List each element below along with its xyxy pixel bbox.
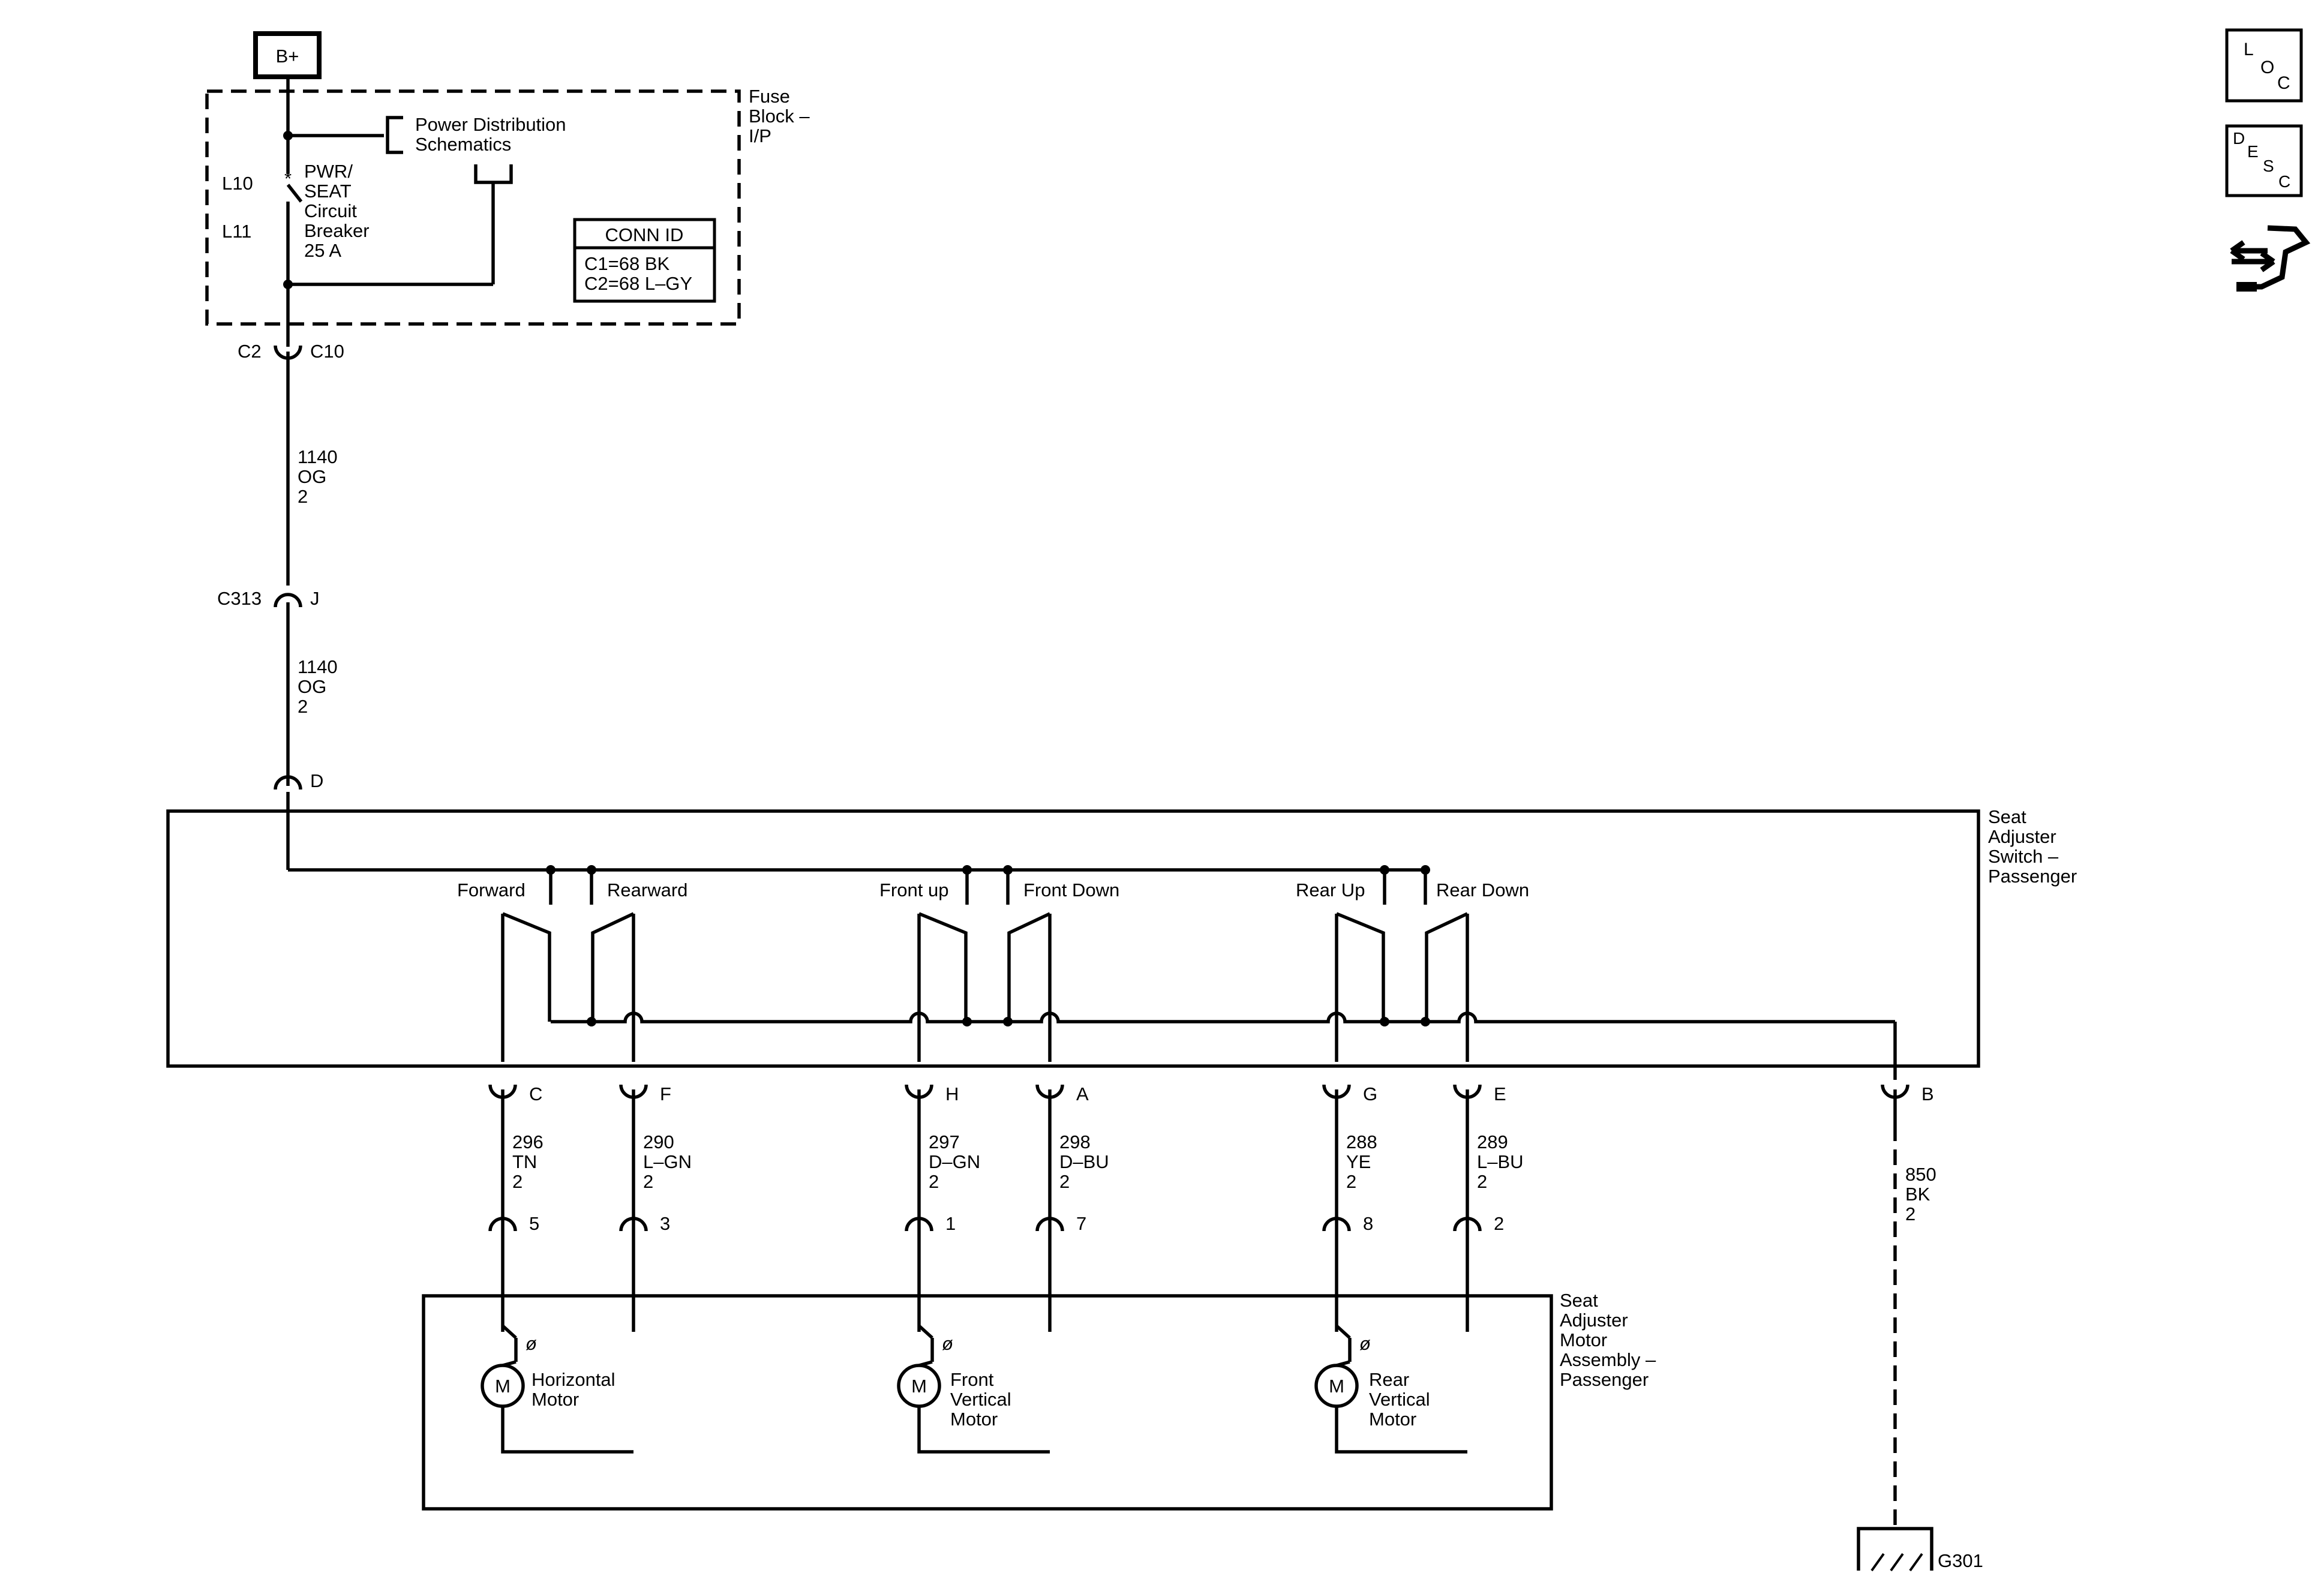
fuse-block-outline xyxy=(205,89,741,326)
seat-adjuster-switch-outline xyxy=(166,809,1980,1068)
location-l10: L10 xyxy=(222,173,253,194)
connector-c313: C313 xyxy=(217,588,262,609)
switch-rear-up-label: Rear Up xyxy=(1296,879,1365,900)
motor-pin-label: 5 xyxy=(529,1213,539,1234)
switch-pin-label: C xyxy=(529,1083,542,1104)
connector-c313-pin: J xyxy=(310,588,320,609)
motor-symbol: M xyxy=(495,1376,511,1397)
connector-c10: C10 xyxy=(310,341,344,362)
loc-letter-c: C xyxy=(2277,73,2290,93)
loc-letter-l: L xyxy=(2244,40,2254,59)
switch-forward-label: Forward xyxy=(457,879,526,900)
motor-assembly-outline xyxy=(422,1294,1553,1511)
connector-view-icon[interactable] xyxy=(2230,225,2311,292)
desc-letter-c2: C xyxy=(2278,172,2290,191)
thermal-protector-icon: ø xyxy=(1359,1333,1371,1354)
power-label: B+ xyxy=(276,46,299,67)
thermal-protector-icon: ø xyxy=(942,1333,953,1354)
motor-pin-label: 8 xyxy=(1363,1213,1373,1234)
harness-wire-ground: B xyxy=(1881,1083,1934,1125)
switch-pin-label: B xyxy=(1921,1083,1934,1104)
svg-text:*: * xyxy=(284,168,292,189)
thermal-protector-icon: ø xyxy=(526,1333,537,1354)
ground-g301: G301 xyxy=(1857,1527,1983,1572)
switch-groups xyxy=(501,865,1469,1062)
motor-symbol: M xyxy=(911,1376,927,1397)
switch-pin-label: F xyxy=(660,1083,671,1104)
motor-pin-label: 1 xyxy=(945,1213,956,1234)
desc-letter-d: D xyxy=(2233,129,2245,148)
motor-symbol: M xyxy=(1329,1376,1344,1397)
desc-letter-s: S xyxy=(2263,157,2274,175)
loc-letter-o: O xyxy=(2260,58,2274,77)
switch-pin-label: G xyxy=(1363,1083,1377,1104)
motor-0: øM xyxy=(481,1324,633,1454)
conn-id-title: CONN ID xyxy=(605,224,684,245)
switch-front-vertical xyxy=(917,865,1052,1062)
switch-front-down-label: Front Down xyxy=(1023,879,1119,900)
switch-rearward-label: Rearward xyxy=(607,879,687,900)
power-source: B+ xyxy=(253,31,322,79)
connector-c2: C2 xyxy=(238,341,262,362)
switch-rear-down-label: Rear Down xyxy=(1436,879,1529,900)
location-l11: L11 xyxy=(222,221,251,242)
motor-1: øM xyxy=(897,1324,1050,1454)
switch-pin-label: H xyxy=(945,1083,959,1104)
motor-pin-label: 7 xyxy=(1076,1213,1086,1234)
switch-front-up-label: Front up xyxy=(879,879,948,900)
ground-label: G301 xyxy=(1938,1550,1983,1571)
switch-pin-label: A xyxy=(1076,1083,1089,1104)
switch-pin-label: E xyxy=(1494,1083,1506,1104)
motor-pin-label: 3 xyxy=(660,1213,670,1234)
loc-icon[interactable]: L O C xyxy=(2225,28,2303,103)
motor-pin-label: 2 xyxy=(1494,1213,1504,1234)
switch-pin-d: D xyxy=(310,770,323,791)
switch-rear-vertical xyxy=(1335,865,1469,1062)
desc-icon[interactable]: D E S C xyxy=(2225,124,2303,197)
switch-horizontal xyxy=(501,865,635,1062)
motor-2: øM xyxy=(1314,1324,1467,1454)
desc-letter-e: E xyxy=(2247,142,2259,161)
